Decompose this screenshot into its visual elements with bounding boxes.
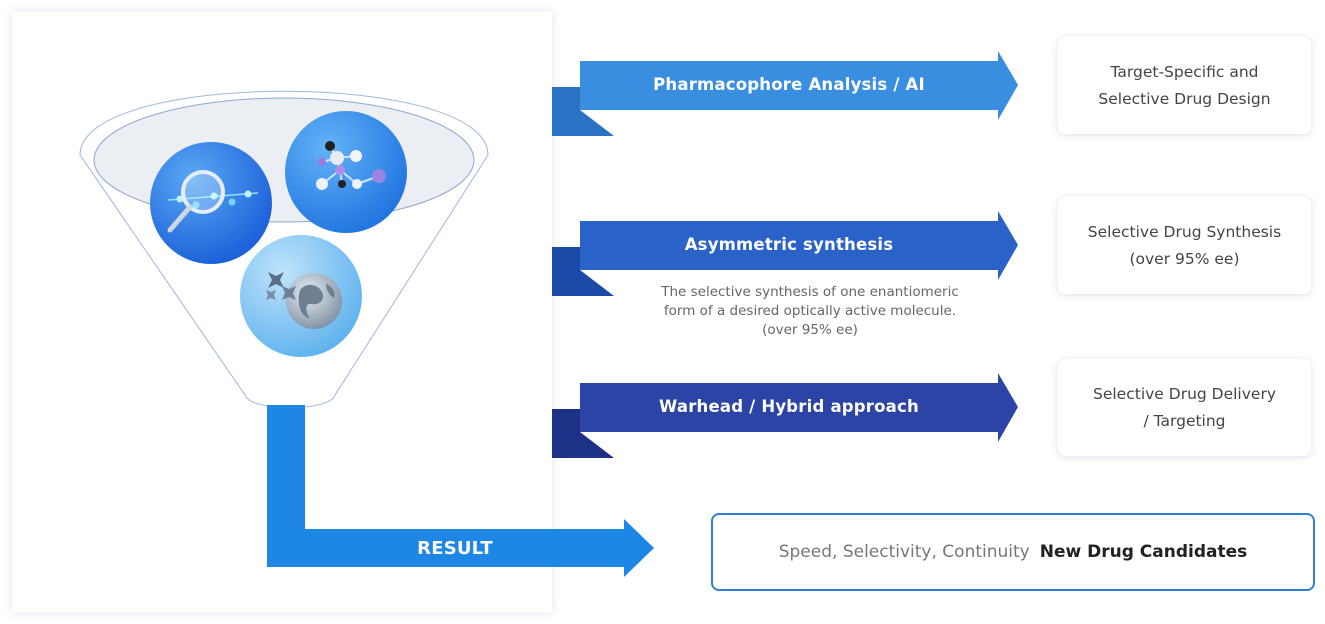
outcome-card-3-line-2: / Targeting — [1143, 411, 1226, 430]
outcome-card-1-line-2: Selective Drug Design — [1098, 89, 1271, 108]
result-label: RESULT — [417, 538, 493, 559]
result-arrow — [267, 519, 654, 577]
step-arrow-3-fold — [552, 409, 614, 458]
outcome-card-drug-delivery: Selective Drug Delivery / Targeting — [1058, 359, 1311, 456]
globe-icon — [266, 272, 342, 329]
outcome-card-2-line-1: Selective Drug Synthesis — [1087, 222, 1282, 241]
outcome-card-drug-synthesis: Selective Drug Synthesis (over 95% ee) — [1058, 197, 1311, 294]
step-arrow-3 — [552, 373, 1018, 458]
outcome-card-3-line-1: Selective Drug Delivery — [1093, 384, 1276, 403]
synthesis-note: The selective synthesis of one enantiome… — [640, 283, 980, 340]
magnifier-molecule-icon — [167, 170, 259, 233]
outcome-card-drug-design: Target-Specific and Selective Drug Desig… — [1058, 37, 1311, 134]
step-label-pharmacophore: Pharmacophore Analysis / AI — [653, 75, 925, 94]
step-arrow-2-body — [580, 211, 1018, 280]
result-emphasis: New Drug Candidates — [1039, 542, 1248, 562]
result-arrow-shaft — [267, 405, 305, 529]
synthesis-note-line-1: The selective synthesis of one enantiome… — [661, 284, 959, 300]
step-arrow-3-body — [580, 373, 1018, 442]
molecule-icon — [316, 141, 386, 190]
step-arrow-1-body — [580, 51, 1018, 120]
magnifier-molecule-ball — [150, 142, 272, 264]
step-arrow-2 — [552, 211, 1018, 296]
outcome-card-2-line-2: (over 95% ee) — [1129, 249, 1240, 268]
step-label-asymmetric-synthesis: Asymmetric synthesis — [684, 235, 894, 254]
synthesis-note-line-3: (over 95% ee) — [762, 322, 858, 338]
synthesis-note-line-2: form of a desired optically active molec… — [663, 303, 957, 319]
result-prefix: Speed, Selectivity, Continuity — [778, 542, 1030, 562]
molecule-ball — [285, 111, 407, 233]
step-arrow-2-fold — [552, 247, 614, 296]
step-arrow-1-fold — [552, 87, 614, 136]
step-arrow-1 — [552, 51, 1018, 136]
result-box: Speed, Selectivity, Continuity New Drug … — [711, 513, 1315, 591]
outcome-card-1-line-1: Target-Specific and — [1110, 62, 1259, 81]
globe-ball — [240, 235, 362, 357]
step-label-warhead: Warhead / Hybrid approach — [659, 397, 919, 416]
